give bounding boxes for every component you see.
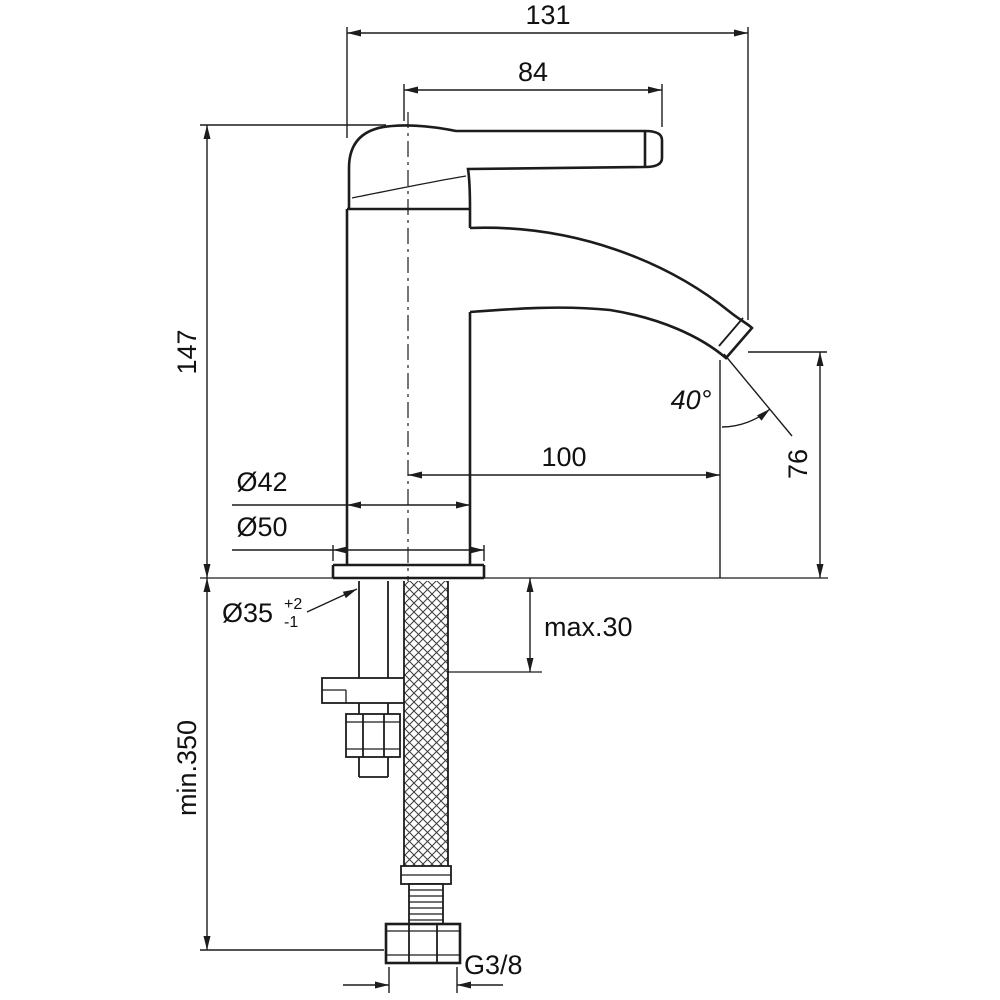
dim-spout-angle: 40°: [671, 353, 793, 437]
dim-min-clearance-label: min.350: [172, 720, 202, 816]
handle-joint-line: [351, 175, 467, 199]
mounting-deck-lines: [200, 577, 828, 673]
braided-hose: [384, 581, 462, 965]
dim-spout-height-label: 76: [783, 449, 813, 479]
dim-spout-reach: 100: [408, 360, 721, 578]
dim-hole-tolerance-minus-label: -1: [284, 614, 298, 631]
dim-handle-length: 84: [403, 57, 663, 127]
threaded-nipple: [408, 883, 444, 925]
dim-hole-diameter-label: Ø35: [222, 598, 273, 628]
faucet-outline: [200, 112, 828, 673]
dim-handle-length-label: 84: [518, 57, 548, 87]
dim-supply-thread: G3/8: [343, 950, 523, 993]
dim-body-diameter: Ø42: [232, 467, 470, 509]
dim-max-deck-thickness: max.30: [526, 578, 633, 672]
connection-nut: [384, 922, 462, 965]
dim-base-diameter: Ø50: [232, 512, 485, 561]
dim-hole-diameter: Ø35 +2 -1: [222, 588, 358, 631]
faucet-handle: [347, 124, 664, 210]
dim-spout-angle-label: 40°: [671, 385, 712, 415]
faucet-spout: [469, 226, 754, 360]
base-flange: [331, 563, 486, 580]
spout-aerator-line: [718, 317, 744, 347]
dim-overall-width-label: 131: [525, 0, 570, 30]
dim-max-deck-thickness-label: max.30: [544, 612, 633, 642]
dim-base-diameter-label: Ø50: [236, 512, 287, 542]
dim-overall-width: 131: [346, 0, 749, 320]
dim-body-diameter-label: Ø42: [236, 467, 287, 497]
dim-min-clearance: min.350: [172, 578, 384, 951]
dim-spout-reach-label: 100: [541, 442, 586, 472]
dim-body-height-label: 147: [172, 329, 202, 374]
dim-body-height: 147: [172, 124, 386, 578]
stud-nut: [345, 713, 401, 778]
dim-hole-tolerance-plus-label: +2: [284, 596, 302, 613]
hose-braid-pattern: [404, 581, 448, 866]
dimension-annotations: 131 84 147 min.350: [172, 0, 827, 993]
dim-supply-thread-label: G3/8: [464, 950, 523, 980]
dim-spout-height: 76: [748, 351, 827, 578]
below-deck-assembly: [321, 581, 462, 965]
